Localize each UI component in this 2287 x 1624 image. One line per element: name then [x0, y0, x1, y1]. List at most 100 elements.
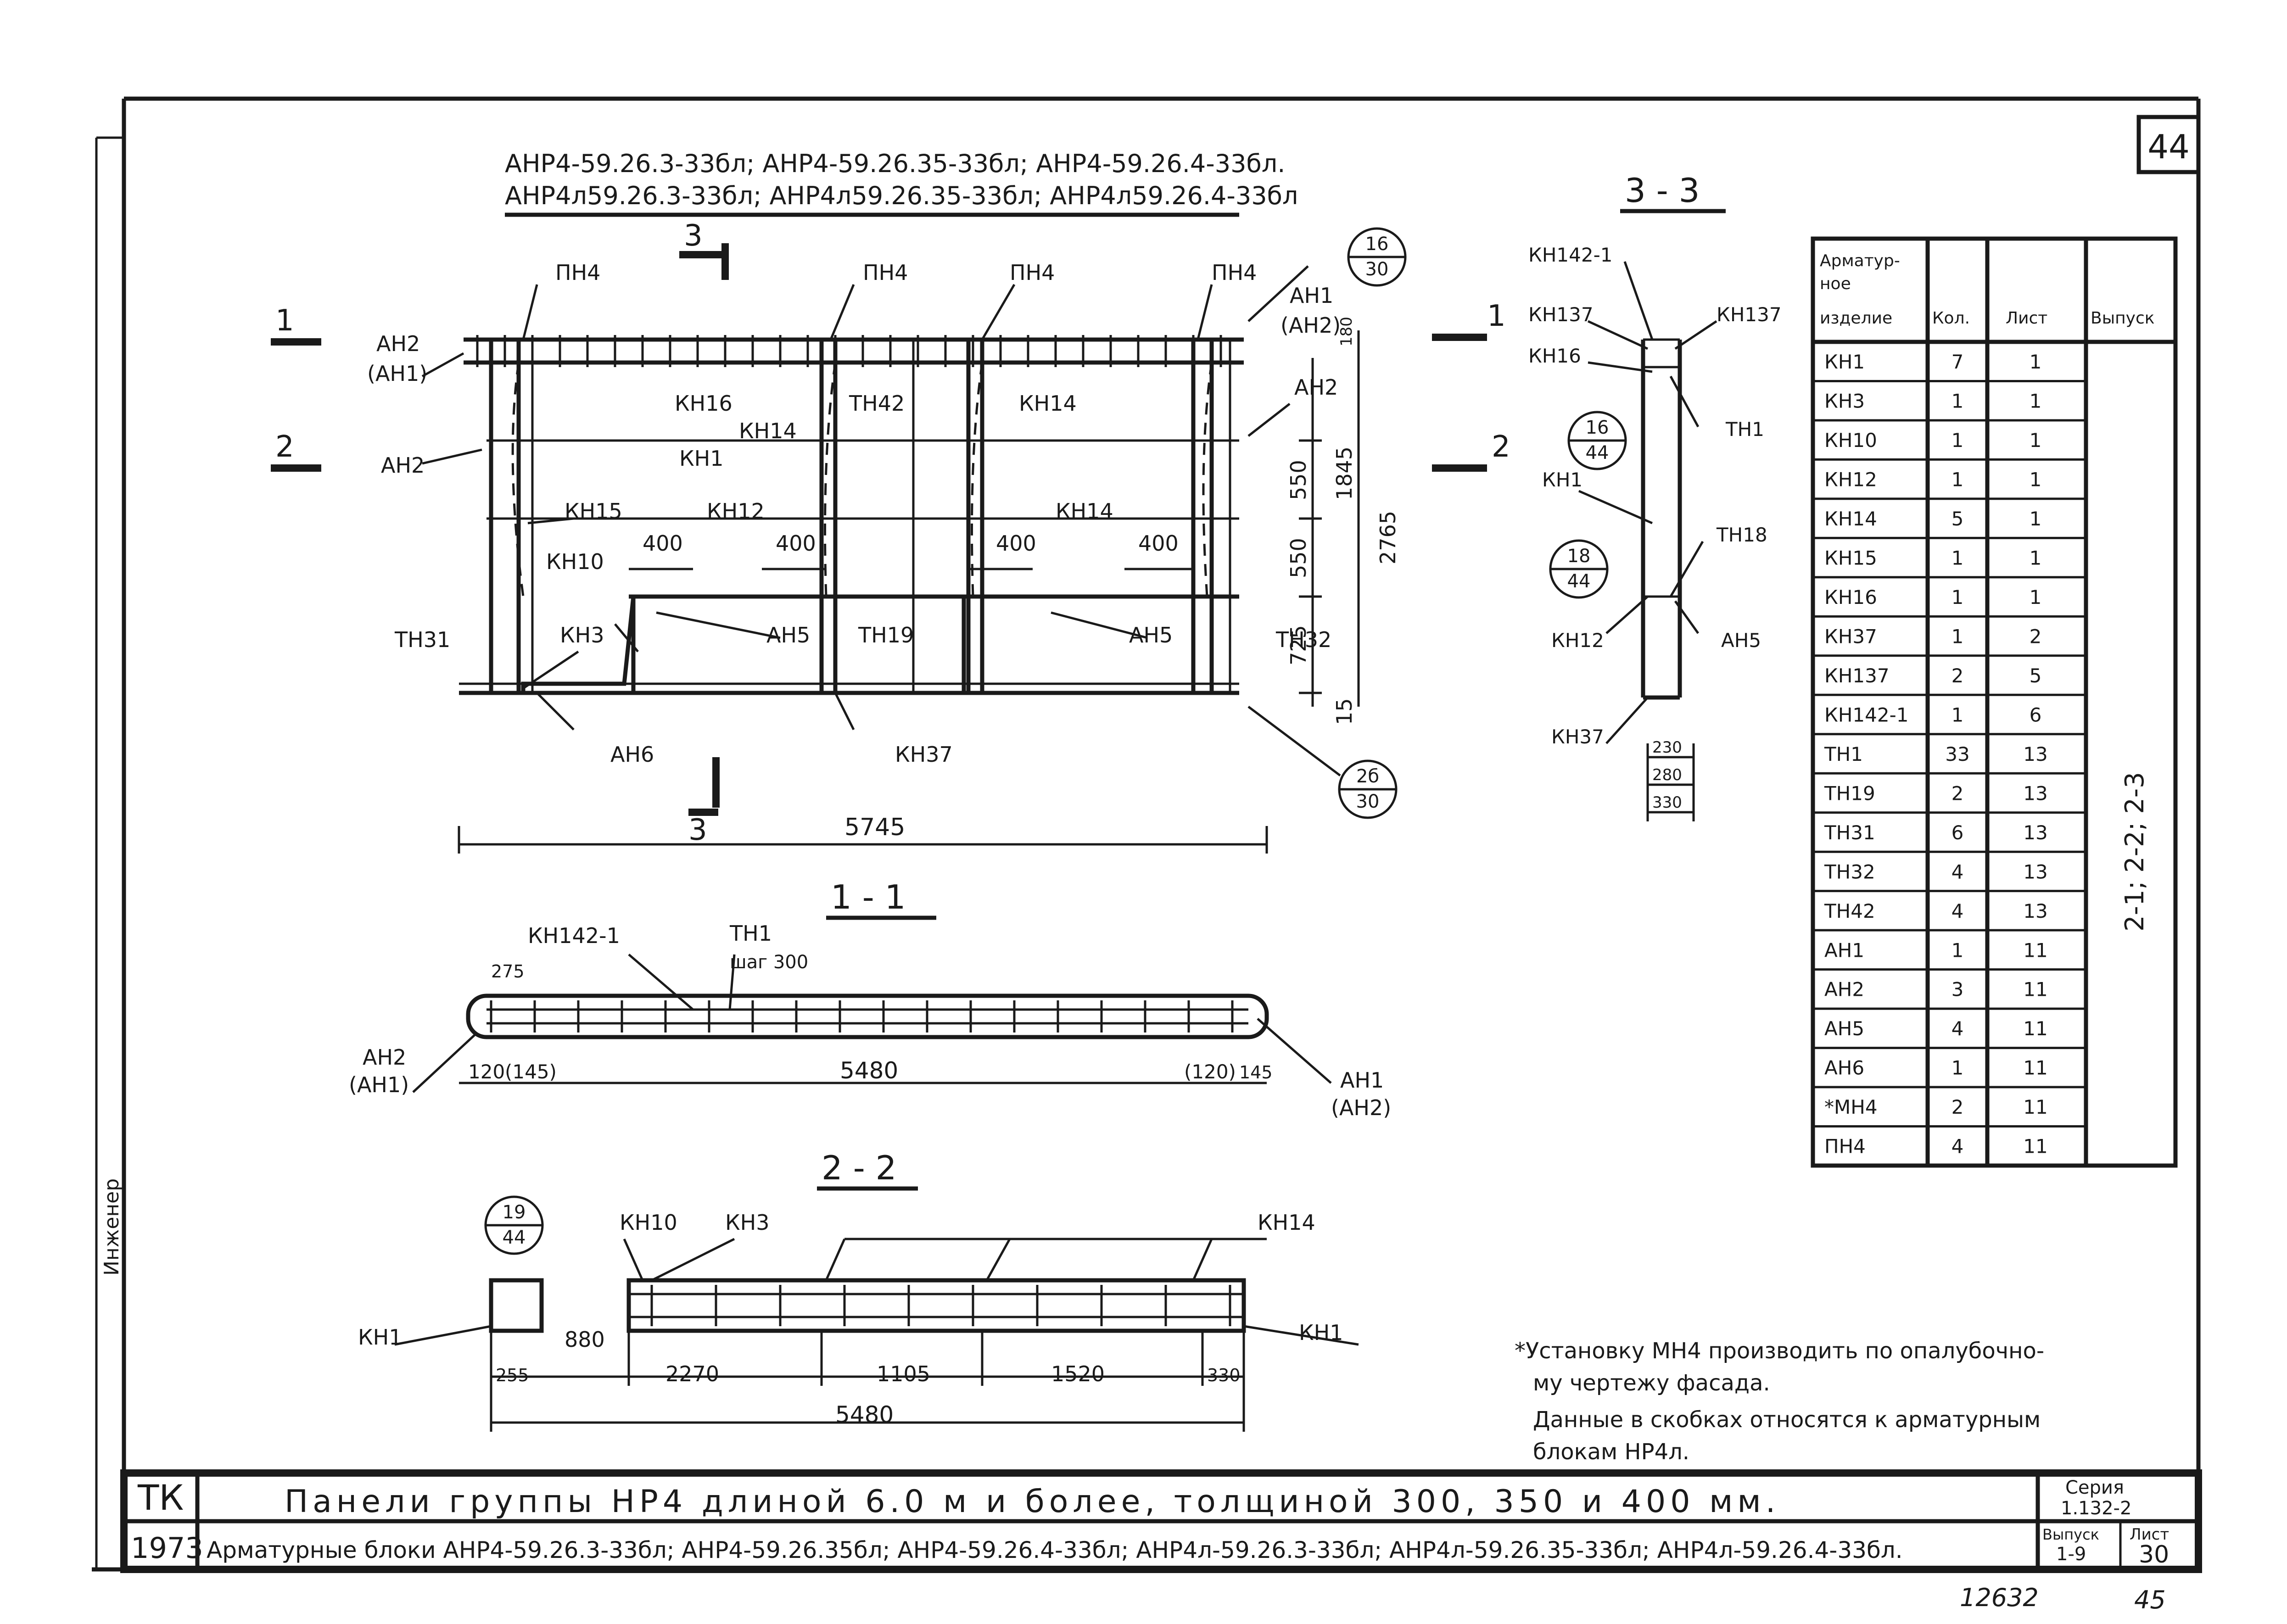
label-ah2-top: АН2 [376, 331, 420, 356]
detail-bubbles-elevation: 16 30 2б 30 [1338, 227, 1407, 819]
table-cell-item: АН6 [1824, 1057, 1864, 1079]
table-cell-sheet: 1 [2030, 351, 2042, 373]
table-cell-qty: 1 [1951, 939, 1964, 961]
table-cell-qty: 1 [1951, 586, 1964, 608]
elevation-vertical-dims: 550 550 725 15 1845 2765 180 [1286, 317, 1400, 725]
s22-d1105: 1105 [877, 1362, 930, 1386]
table-cell-item: АН2 [1824, 978, 1864, 1001]
series-value: 1.132-2 [2061, 1498, 2131, 1519]
table-cell-qty: 7 [1951, 351, 1964, 373]
table-cell-sheet: 11 [2023, 1057, 2047, 1079]
table-cell-qty: 3 [1951, 978, 1964, 1001]
table-cell-item: КН16 [1824, 586, 1877, 608]
s22-d880: 880 [565, 1327, 605, 1352]
label-kh16: КН16 [675, 391, 733, 416]
table-cell-qty: 4 [1951, 1017, 1964, 1040]
s33-th1: ТН1 [1725, 418, 1764, 441]
header-line-1: АНР4-59.26.3-33бл; АНР4-59.26.35-33бл; А… [505, 149, 1285, 178]
table-cell-sheet: 11 [2023, 1135, 2047, 1158]
s33-ah5: АН5 [1721, 629, 1761, 652]
elevation-view [271, 243, 1487, 854]
section-title-1-1: 1 - 1 [831, 878, 906, 916]
table-cell-qty: 4 [1951, 860, 1964, 883]
label-kh3: КН3 [560, 623, 604, 647]
label-th19: ТН19 [858, 623, 914, 647]
cut-3-bottom: 3 [688, 813, 707, 847]
bubble-bot-num: 2б [1356, 766, 1379, 787]
table-cell-item: ТН32 [1824, 860, 1875, 883]
s33-kh142: КН142-1 [1528, 244, 1612, 266]
table-cell-sheet: 1 [2030, 429, 2042, 452]
s33-b2-den: 44 [1567, 571, 1591, 592]
s11-ah2: АН2 [363, 1045, 406, 1070]
s22-d255: 255 [496, 1365, 529, 1385]
s22-bubble-den: 44 [503, 1227, 526, 1248]
label-kh12: КН12 [707, 499, 765, 524]
table-cell-qty: 1 [1951, 429, 1964, 452]
section-title-2-2: 2 - 2 [822, 1149, 896, 1187]
table-cell-sheet: 1 [2030, 508, 2042, 530]
table-cell-sheet: 1 [2030, 586, 2042, 608]
label-pn4-4: ПН4 [1212, 260, 1257, 285]
s11-d45: 145 [1239, 1062, 1273, 1083]
s33-kh137-right: КН137 [1717, 303, 1782, 326]
dim-550-2: 550 [1286, 538, 1311, 578]
note-line-1: *Установку МН4 производить по опалубочно… [1515, 1338, 2044, 1364]
label-kh14-3: КН14 [1056, 499, 1113, 524]
dim-15: 15 [1332, 698, 1357, 725]
specification-table: Арматур- ное изделие Кол. Лист Выпуск 2-… [1811, 236, 2178, 1168]
issue-label: Выпуск [2042, 1526, 2099, 1543]
table-cell-qty: 4 [1951, 900, 1964, 922]
s22-kh10: КН10 [620, 1210, 677, 1235]
s11-d120: 120 [468, 1060, 505, 1083]
table-cell-sheet: 13 [2023, 743, 2047, 765]
header-line-2: АНР4л59.26.3-33бл; АНР4л59.26.35-33бл; А… [505, 181, 1298, 210]
s11-ah2-r: (АН2) [1331, 1095, 1391, 1120]
table-header-item-1: Арматур- [1820, 251, 1900, 270]
table-issue-value: 2-1; 2-2; 2-3 [2120, 772, 2150, 932]
s33-b1-den: 44 [1586, 442, 1609, 463]
table-cell-item: ПН4 [1824, 1135, 1866, 1158]
table-cell-sheet: 11 [2023, 978, 2047, 1001]
table-cell-qty: 5 [1951, 508, 1964, 530]
title-subtitle: Арматурные блоки АНР4-59.26.3-33бл; АНР4… [207, 1537, 1903, 1563]
table-cell-sheet: 1 [2030, 547, 2042, 569]
s11-step: шаг 300 [730, 952, 808, 973]
table-cell-item: *МН4 [1824, 1096, 1878, 1118]
s33-b1-num: 16 [1586, 417, 1609, 438]
label-pn4-2: ПН4 [863, 260, 908, 285]
table-cell-qty: 4 [1951, 1135, 1964, 1158]
dim-2765: 2765 [1376, 511, 1400, 564]
note-line-3: Данные в скобках относятся к арматурным [1533, 1407, 2041, 1433]
cut-2-right: 2 [1492, 430, 1510, 464]
table-cell-qty: 6 [1951, 821, 1964, 844]
label-ah5-2: АН5 [1129, 623, 1173, 647]
s22-d5480: 5480 [835, 1401, 894, 1428]
table-cell-item: КН10 [1824, 429, 1877, 452]
s22-bubble-num: 19 [503, 1202, 526, 1223]
cut-3-top: 3 [684, 219, 703, 253]
section-3-3 [1578, 261, 1717, 821]
s22-d1520: 1520 [1051, 1362, 1105, 1386]
table-cell-qty: 1 [1951, 625, 1964, 647]
s11-kh142: КН142-1 [528, 923, 620, 948]
bubble-bot-den: 30 [1356, 791, 1380, 812]
dim-5745: 5745 [844, 814, 905, 841]
note-line-2: му чертежу фасада. [1533, 1370, 1770, 1396]
label-th31: ТН31 [394, 627, 450, 652]
dim-400-2: 400 [776, 531, 816, 556]
table-cell-item: КН12 [1824, 469, 1877, 491]
dim-400-3: 400 [996, 531, 1036, 556]
cut-1-left: 1 [275, 304, 294, 338]
dim-180: 180 [1337, 317, 1356, 346]
s11-d120r: (120) [1184, 1060, 1236, 1083]
cut-marks: 1 2 1 2 3 3 [275, 219, 1510, 847]
section-1-1-labels: КН142-1 ТН1 шаг 300 275 АН2 (АН1) АН1 (А… [349, 921, 1391, 1120]
title-block: ТК 1973 Панели группы НР4 длиной 6.0 м и… [120, 1469, 2202, 1573]
table-cell-item: АН5 [1824, 1017, 1864, 1040]
table-cell-sheet: 11 [2023, 1017, 2047, 1040]
table-cell-sheet: 13 [2023, 860, 2047, 883]
table-cell-qty: 2 [1951, 664, 1964, 687]
title-main: Панели группы НР4 длиной 6.0 м и более, … [285, 1484, 1780, 1520]
